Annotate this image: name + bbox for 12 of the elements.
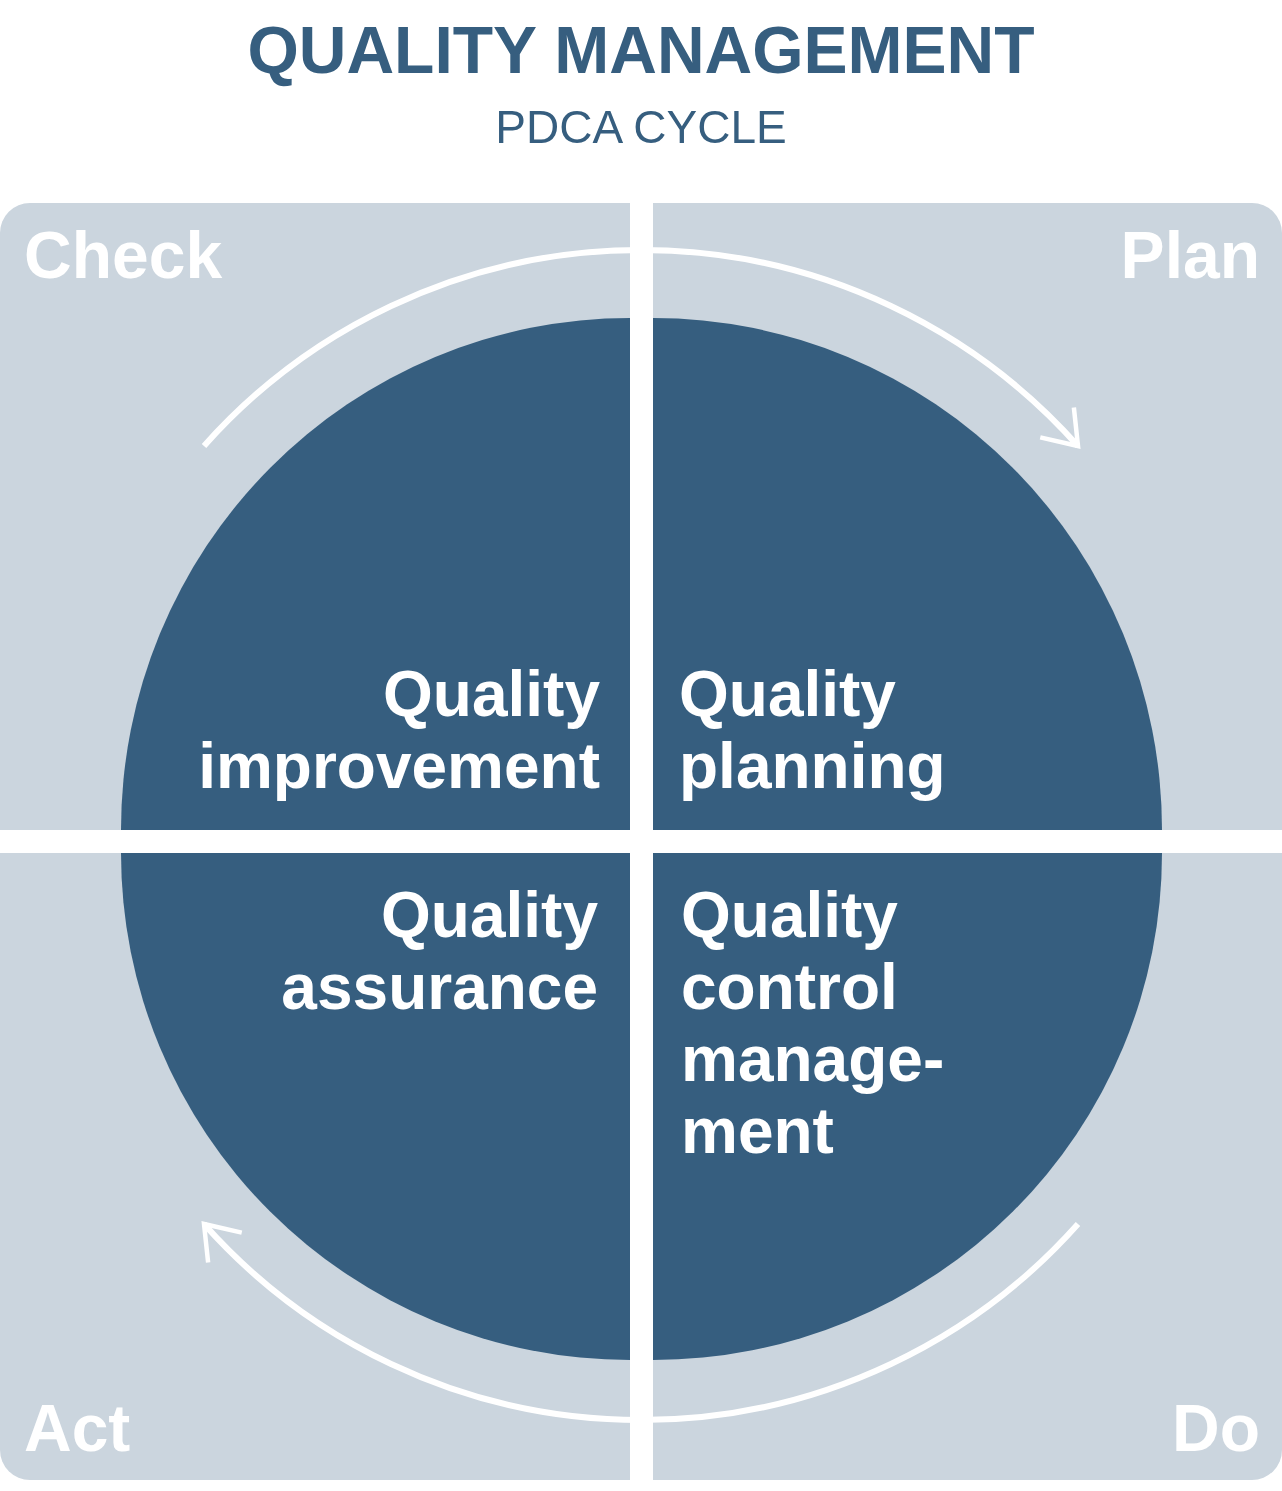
cycle-arrow: [201, 1221, 1081, 1422]
quadrant-panel: [0, 853, 630, 1480]
subtitle: PDCA CYCLE: [494, 100, 788, 154]
cycle-arrow: [201, 248, 1081, 449]
quadrant-panel: [653, 853, 1282, 1480]
quadrant-panel: [653, 203, 1282, 830]
quality-area-label: Quality assurance: [280, 879, 598, 1023]
title: QUALITY MANAGEMENT: [246, 12, 1036, 88]
quality-area-label: Quality control manage- ment: [681, 879, 946, 1167]
quality-area-label: Quality improvement: [197, 658, 600, 802]
quality-area-label: Quality planning: [679, 658, 947, 802]
quadrant-panel: [0, 203, 630, 830]
